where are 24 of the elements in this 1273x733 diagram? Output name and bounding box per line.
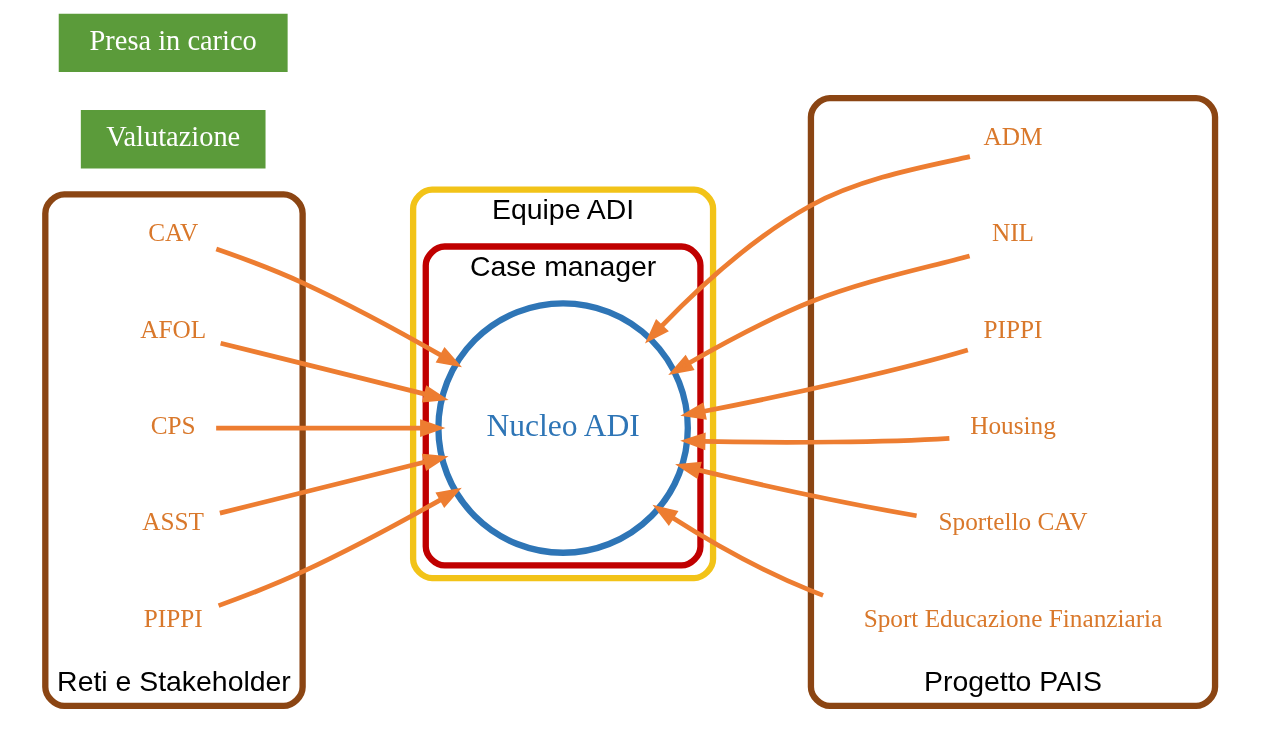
arrow <box>216 419 446 437</box>
node-text: AFOL <box>140 314 207 343</box>
arrow <box>680 432 950 451</box>
node-text: Sport Educazione Finanziaria <box>863 603 1163 632</box>
arrow <box>675 461 917 519</box>
node-box: Valutazione <box>80 109 266 169</box>
arrow <box>652 504 824 598</box>
arrow <box>215 246 462 368</box>
arrow <box>680 347 969 420</box>
node-text: CAV <box>148 218 199 247</box>
arrow <box>217 487 462 608</box>
node-text: Sportello CAV <box>938 507 1088 536</box>
arrow <box>644 154 971 344</box>
node-box: Presa in carico <box>58 13 288 73</box>
node-text: ADM <box>983 122 1043 151</box>
node-text: PIPPI <box>983 314 1043 343</box>
node-text: PIPPI <box>143 603 203 632</box>
arrow <box>219 453 449 516</box>
node-text: CPS <box>150 411 196 440</box>
node-text: NIL <box>991 218 1035 247</box>
node-text: ASST <box>142 507 205 536</box>
arrow <box>668 253 971 376</box>
node-text: Housing <box>970 411 1056 440</box>
arrow <box>220 340 449 403</box>
